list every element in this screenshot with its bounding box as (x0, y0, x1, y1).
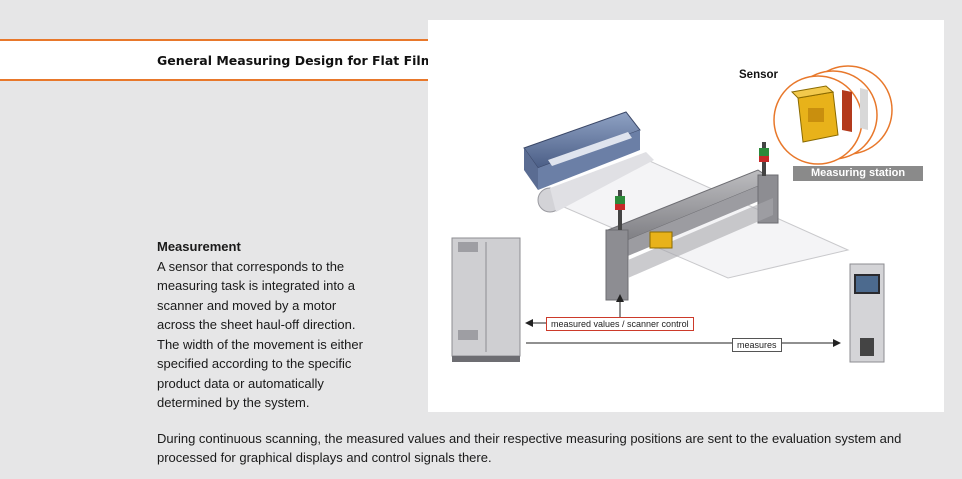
sensor-label: Sensor (739, 69, 778, 81)
sensor-illustration (773, 65, 893, 165)
control-cabinet (451, 237, 521, 362)
footer-paragraph: During continuous scanning, the measured… (157, 431, 902, 465)
scanner-frame (605, 142, 779, 301)
measurement-section: Measurement A sensor that corresponds to… (157, 237, 402, 413)
measurement-line: specified according to the specific (157, 356, 352, 371)
page-title: General Measuring Design for Flat Film E… (157, 53, 505, 68)
measures-label: measures (732, 338, 782, 352)
measuring-design-figure: Sensor Measuring station measured values… (428, 20, 944, 412)
measuring-station-label: Measuring station (793, 166, 923, 181)
measurement-line: The width of the movement is either (157, 336, 363, 352)
scanner-control-label: measured values / scanner control (546, 317, 694, 331)
system-diagram (451, 65, 893, 363)
measurement-heading: Measurement (157, 239, 241, 254)
measurement-line: determined by the system. (157, 395, 310, 410)
measurement-line: product data or automatically (157, 375, 324, 391)
extrusion-die (523, 111, 641, 190)
evaluation-terminal (849, 263, 885, 363)
measurement-line: scanner and moved by a motor (157, 297, 337, 313)
measurement-line: A sensor that corresponds to the (157, 258, 345, 274)
measurement-line: measuring task is integrated into a (157, 278, 355, 293)
measurement-line: across the sheet haul-off direction. (157, 317, 356, 332)
